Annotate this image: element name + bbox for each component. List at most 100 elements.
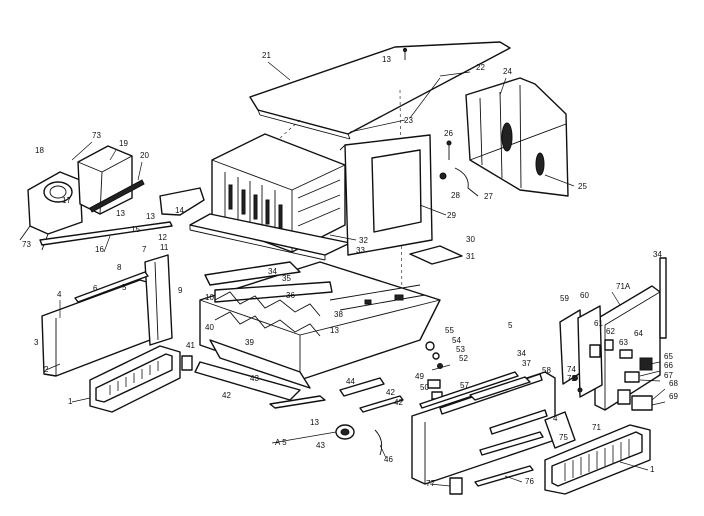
part-label-p3: 3 [34,338,39,347]
part-label-p43b: 43 [316,441,325,450]
part-label-p44: 44 [346,377,355,386]
motor-part-45 [335,424,355,440]
part-label-p13b: 13 [116,209,125,218]
part-label-p18: 18 [35,146,44,155]
part-label-p7: 7 [142,245,147,254]
curved-bracket [159,187,205,216]
plate-75 [544,411,576,449]
part-label-p57: 57 [460,381,469,390]
top-cover-panel [249,41,511,140]
part-label-pA5: A 5 [275,438,287,447]
part-label-p72: 72 [567,374,576,383]
rear-panel [465,77,569,197]
part-label-p50: 50 [420,383,429,392]
long-strip [39,221,173,246]
part-label-p4b: 4 [553,414,558,423]
part-label-p61: 61 [594,319,603,328]
part-label-p38: 38 [334,310,343,319]
part-label-p42b: 42 [386,388,395,397]
part-label-p52: 52 [459,354,468,363]
part-label-p77: 77 [426,479,435,488]
part-label-p10: 10 [205,293,214,302]
part-label-p73b: 73 [22,240,31,249]
control-components [572,339,653,411]
part-label-p55: 55 [445,326,454,335]
part-label-p62: 62 [606,327,615,336]
part-label-p37: 37 [522,359,531,368]
part-label-p32: 32 [359,236,368,245]
guide-line [399,89,403,301]
part-label-p12: 12 [158,233,167,242]
part-label-p27: 27 [484,192,493,201]
part-label-p11: 11 [160,243,169,252]
part-label-p30: 30 [466,235,475,244]
part-label-p8: 8 [117,263,122,272]
part-label-p17: 17 [62,196,71,205]
part-label-p69: 69 [669,392,678,401]
small-part-41 [181,355,193,371]
part-label-p33: 33 [356,246,365,255]
part-label-p28: 28 [451,191,460,200]
small-plate [409,245,463,265]
part-label-p54: 54 [452,336,461,345]
part-label-p68: 68 [669,379,678,388]
part-label-p13a: 13 [382,55,391,64]
part-label-p42c: 42 [394,398,403,407]
part-label-p19: 19 [119,139,128,148]
rail-76 [474,465,534,487]
left-upright-panel [74,254,173,346]
part-label-p42a: 42 [222,391,231,400]
wire-46 [374,429,383,456]
small-part-49 [427,379,441,389]
part-label-p36: 36 [286,291,295,300]
part-label-p53: 53 [456,345,465,354]
part-label-p65: 65 [664,352,673,361]
blower-assembly [19,145,145,251]
part-label-p49: 49 [415,372,424,381]
part-label-p25: 25 [578,182,587,191]
part-label-p13d: 13 [330,326,339,335]
part-label-p75: 75 [559,433,568,442]
leader-lines [45,61,666,487]
part-label-p26: 26 [444,129,453,138]
valve-cluster [425,341,451,371]
part-label-p13e: 13 [310,418,319,427]
front-panel-assembly [411,371,556,485]
bracket-42 [359,395,404,413]
part-label-p23: 23 [404,116,413,125]
part-label-p74: 74 [567,365,576,374]
bracket-26-28 [439,140,479,197]
part-label-p1b: 1 [650,465,655,474]
part-label-p5a: 5 [122,283,127,292]
part-label-p13c: 13 [146,212,155,221]
part-label-p46: 46 [384,455,393,464]
part-label-p14: 14 [175,206,184,215]
bottom-tray [194,361,301,401]
right-front-grille [544,424,651,495]
base-chassis [199,261,441,389]
part-label-p16: 16 [95,245,104,254]
bracket-44 [339,377,385,397]
part-label-p39: 39 [245,338,254,347]
right-rear-panel [594,257,667,411]
part-label-p64: 64 [634,329,643,338]
side-panel-window [339,134,433,256]
part-label-p60: 60 [580,291,589,300]
part-label-p6: 6 [93,284,98,293]
part-label-p2: 2 [44,365,49,374]
part-label-p1a: 1 [68,397,73,406]
part-label-p34a: 34 [268,267,277,276]
part-label-p71A: 71A [616,282,631,291]
part-label-p66: 66 [664,361,673,370]
part-label-p4: 4 [57,290,62,299]
part-label-p59: 59 [560,294,569,303]
part-label-p20: 20 [140,151,149,160]
part-label-p24: 24 [503,67,512,76]
small-part-77 [449,477,463,495]
part-label-p63: 63 [619,338,628,347]
bottom-rail [269,395,326,409]
part-label-p9: 9 [178,286,183,295]
part-label-p34b: 34 [517,349,526,358]
